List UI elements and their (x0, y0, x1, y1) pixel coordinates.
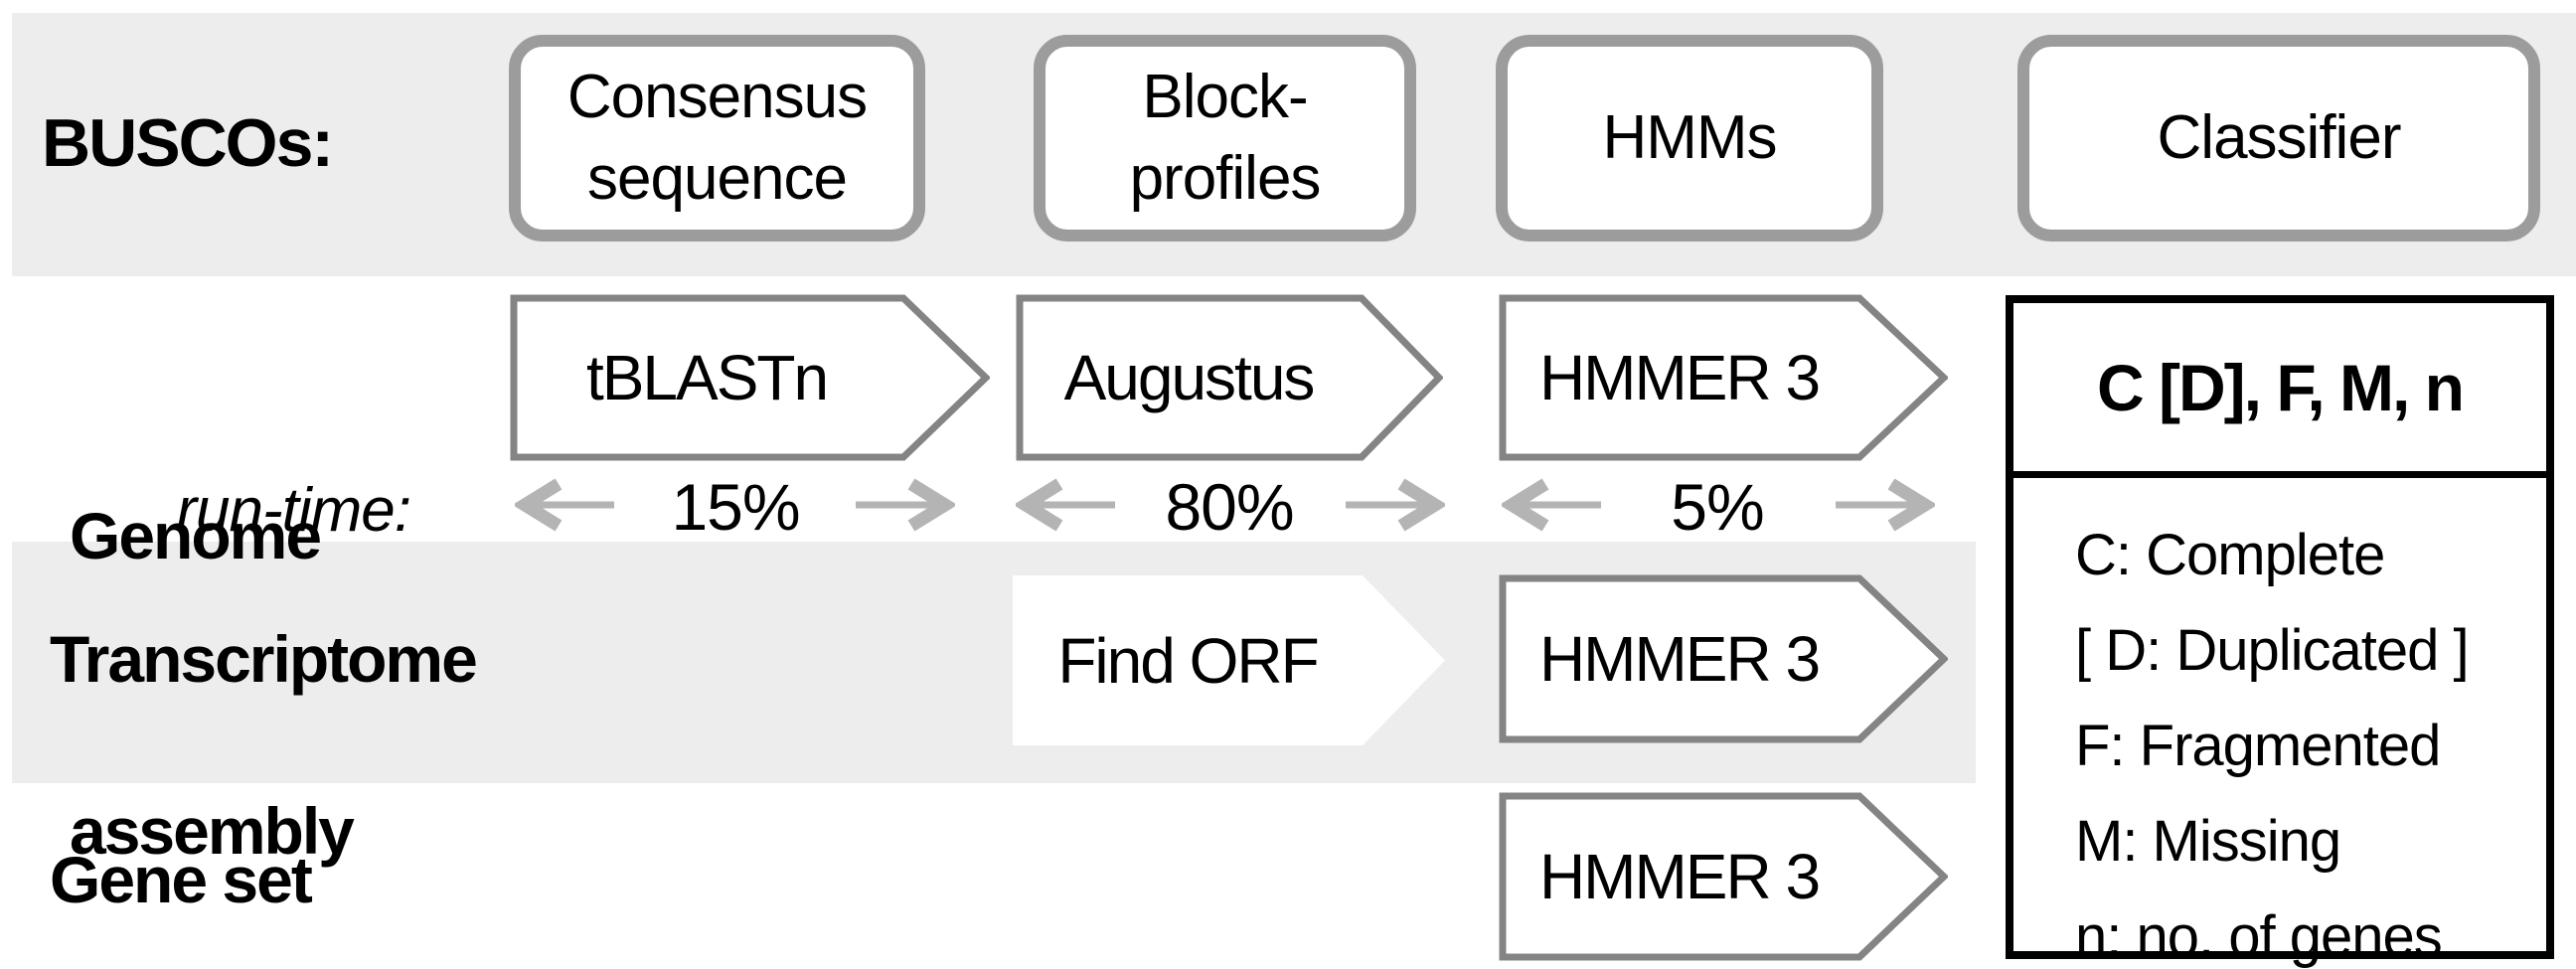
augustus-arrow-shape (1016, 294, 1443, 461)
busco-box-classifier-line1: Classifier (2157, 103, 2402, 172)
runtime-left-arrow-icon (515, 478, 614, 532)
runtime-left-arrow-icon (1016, 478, 1115, 532)
legend-item-missing: M: Missing (2075, 809, 2341, 874)
tblastn-step-label: tBLASTn (585, 342, 829, 413)
hmmer3-transcriptome-arrow-shape (1499, 574, 1948, 743)
runtime-left-arrow-icon (1502, 478, 1601, 532)
runtime-pct-tblastn: 15% (671, 470, 800, 544)
runtime-pct-augustus: 80% (1165, 470, 1294, 544)
find-orf-arrow-shape (1013, 575, 1445, 745)
runtime-label: run-time: (176, 476, 411, 545)
busco-box-hmms: HMMs (1496, 35, 1883, 242)
augustus-step-label: Augustus (1063, 342, 1316, 413)
buscos-label: BUSCOs: (42, 105, 334, 181)
hmmer3-genome-step-label: HMMER 3 (1538, 342, 1821, 413)
classifier-legend: C: Complete [ D: Duplicated ] F: Fragmen… (2013, 478, 2546, 969)
hmmer3-genome-arrow-shape (1499, 294, 1948, 461)
busco-box-block-profiles: Block- profiles (1034, 35, 1416, 242)
busco-box-hmms-line1: HMMs (1602, 103, 1777, 172)
busco-box-consensus-sequence: Consensus sequence (509, 35, 925, 242)
busco-box-block-line1: Block- (1142, 63, 1308, 131)
busco-box-consensus-line1: Consensus (566, 63, 868, 131)
busco-box-classifier: Classifier (2017, 35, 2540, 242)
busco-box-consensus-line2: sequence (587, 144, 848, 213)
runtime-right-arrow-icon (1346, 478, 1445, 532)
classifier-divider (2013, 471, 2546, 478)
busco-box-block-line2: profiles (1129, 144, 1322, 213)
transcriptome-label: Transcriptome (50, 622, 478, 696)
classifier-output-box: C [D], F, M, n C: Complete [ D: Duplicat… (2006, 295, 2554, 969)
genome-assembly-label-line2: assembly (70, 794, 355, 868)
runtime-right-arrow-icon (856, 478, 955, 532)
hmmer3-transcriptome-step-label: HMMER 3 (1538, 623, 1821, 695)
runtime-right-arrow-icon (1836, 478, 1935, 532)
legend-item-ngenes: n: no. of genes (2075, 904, 2443, 969)
legend-item-duplicated: [ D: Duplicated ] (2075, 618, 2470, 683)
runtime-pct-hmmer: 5% (1671, 470, 1764, 544)
legend-item-complete: C: Complete (2075, 523, 2385, 587)
classifier-output-header: C [D], F, M, n (2097, 350, 2465, 424)
find-orf-step-label: Find ORF (1057, 624, 1319, 697)
legend-item-fragmented: F: Fragmented (2075, 714, 2441, 778)
geneset-label: Gene set (50, 843, 313, 916)
tblastn-arrow-shape (510, 294, 990, 461)
hmmer3-geneset-arrow-shape (1499, 792, 1948, 961)
hmmer3-geneset-step-label: HMMER 3 (1538, 841, 1821, 912)
genome-assembly-label-line1: Genome (70, 499, 322, 572)
